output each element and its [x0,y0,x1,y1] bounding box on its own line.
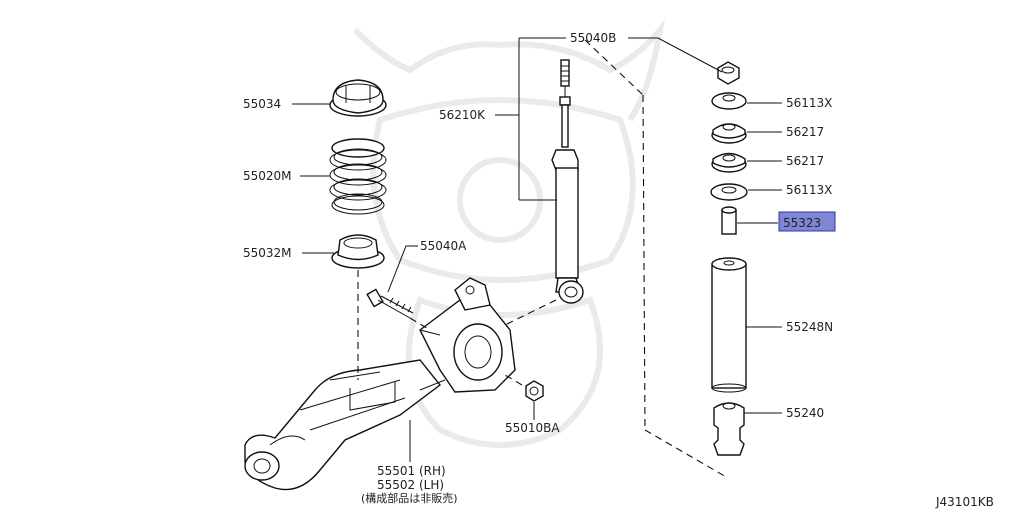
nut-55040B[interactable] [717,61,740,85]
knuckle[interactable] [419,277,516,393]
label-55501-rh[interactable]: 55501 (RH) [377,464,446,478]
bolt-55040A[interactable] [366,288,414,319]
bushing-56217-lower[interactable] [711,152,747,173]
label-55240[interactable]: 55240 [786,406,824,420]
watermark-emblem [352,19,665,448]
label-55010BA[interactable]: 55010BA [505,421,560,435]
assembly-lines [357,39,729,479]
diagram-code: J43101KB [935,495,994,509]
label-56210K[interactable]: 56210K [439,108,486,122]
label-56113X-top[interactable]: 56113X [786,96,832,110]
label-55248N[interactable]: 55248N [786,320,833,334]
leader-lines [292,37,782,462]
upper-spring-seat-55034[interactable] [329,79,387,117]
label-55034[interactable]: 55034 [243,97,281,111]
bound-bumper-55240[interactable] [713,402,745,456]
label-not-sold-note: (構成部品は非販売) [361,491,458,505]
dust-cover-55248N[interactable] [711,257,747,393]
label-55020M[interactable]: 55020M [243,169,292,183]
coil-spring-55020M[interactable] [329,138,387,215]
label-55032M[interactable]: 55032M [243,246,292,260]
washer-56113X-bottom[interactable] [710,183,748,201]
bushing-56217-upper[interactable] [711,123,747,144]
label-55502-lh[interactable]: 55502 (LH) [377,478,444,492]
shock-absorber-56210K[interactable] [551,59,584,304]
label-55323[interactable]: 55323 [783,216,821,230]
washer-56113X-top[interactable] [711,92,747,110]
label-55040B[interactable]: 55040B [570,31,616,45]
highlight-box-55323 [778,211,836,232]
label-56217-lower[interactable]: 56217 [786,154,824,168]
spacer-55323[interactable] [721,206,737,235]
lower-spring-seat-55032M[interactable] [331,234,385,269]
label-56217-upper[interactable]: 56217 [786,125,824,139]
nut-55010BA[interactable] [525,380,544,402]
label-56113X-bottom[interactable]: 56113X [786,183,832,197]
lower-arm-55501-55502[interactable] [244,359,441,491]
label-55040A[interactable]: 55040A [420,239,467,253]
